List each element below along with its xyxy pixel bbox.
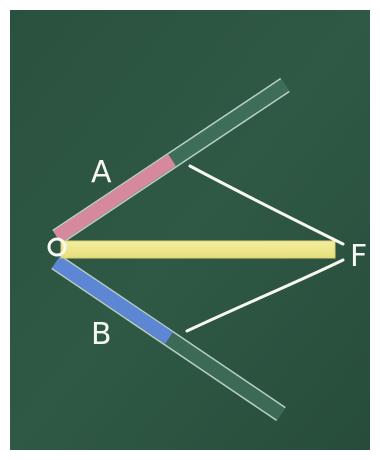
label-f: F — [350, 239, 367, 274]
label-b: B — [91, 317, 112, 352]
label-a: A — [91, 155, 112, 190]
bisector-stick — [61, 241, 335, 258]
